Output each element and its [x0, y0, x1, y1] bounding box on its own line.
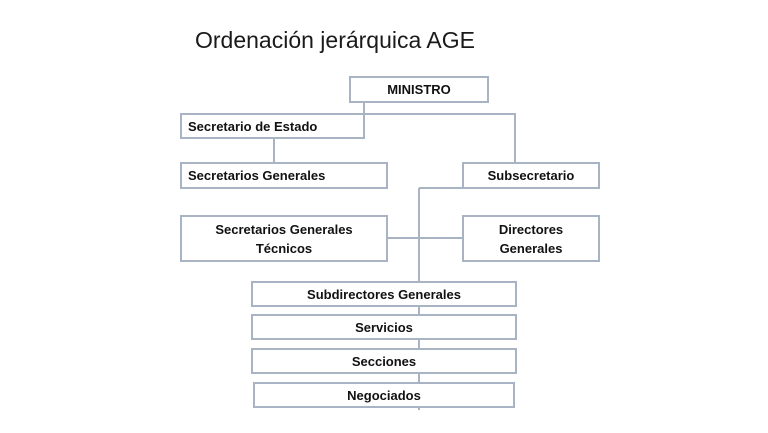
node-directores-generales: Directores Generales	[462, 215, 600, 262]
node-secretario-estado-label: Secretario de Estado	[188, 118, 318, 134]
node-servicios: Servicios	[251, 314, 517, 340]
node-servicios-label: Servicios	[355, 319, 413, 335]
node-secciones-label: Secciones	[351, 353, 417, 369]
node-secretarios-generales-tecnicos: Secretarios Generales Técnicos	[180, 215, 388, 262]
node-ministro: MINISTRO	[349, 76, 489, 103]
node-ministro-label: MINISTRO	[387, 82, 451, 97]
connector-ministro-subsecretario	[488, 113, 516, 163]
node-subsecretario: Subsecretario	[462, 162, 600, 189]
diagram-title: Ordenación jerárquica AGE	[195, 27, 475, 53]
node-negociados-label: Negociados	[347, 387, 421, 403]
node-subdirectores-generales: Subdirectores Generales	[251, 281, 517, 307]
node-directores-generales-label: Directores Generales	[498, 221, 564, 256]
node-subdirectores-generales-label: Subdirectores Generales	[307, 286, 461, 302]
node-secciones: Secciones	[251, 348, 517, 374]
node-secretario-estado: Secretario de Estado	[180, 113, 365, 139]
node-secretarios-generales-label: Secretarios Generales	[188, 168, 326, 183]
node-secretarios-generales: Secretarios Generales	[180, 162, 388, 189]
node-negociados: Negociados	[253, 382, 515, 408]
node-secretarios-generales-tecnicos-label: Secretarios Generales Técnicos	[215, 221, 353, 256]
node-subsecretario-label: Subsecretario	[487, 168, 575, 183]
